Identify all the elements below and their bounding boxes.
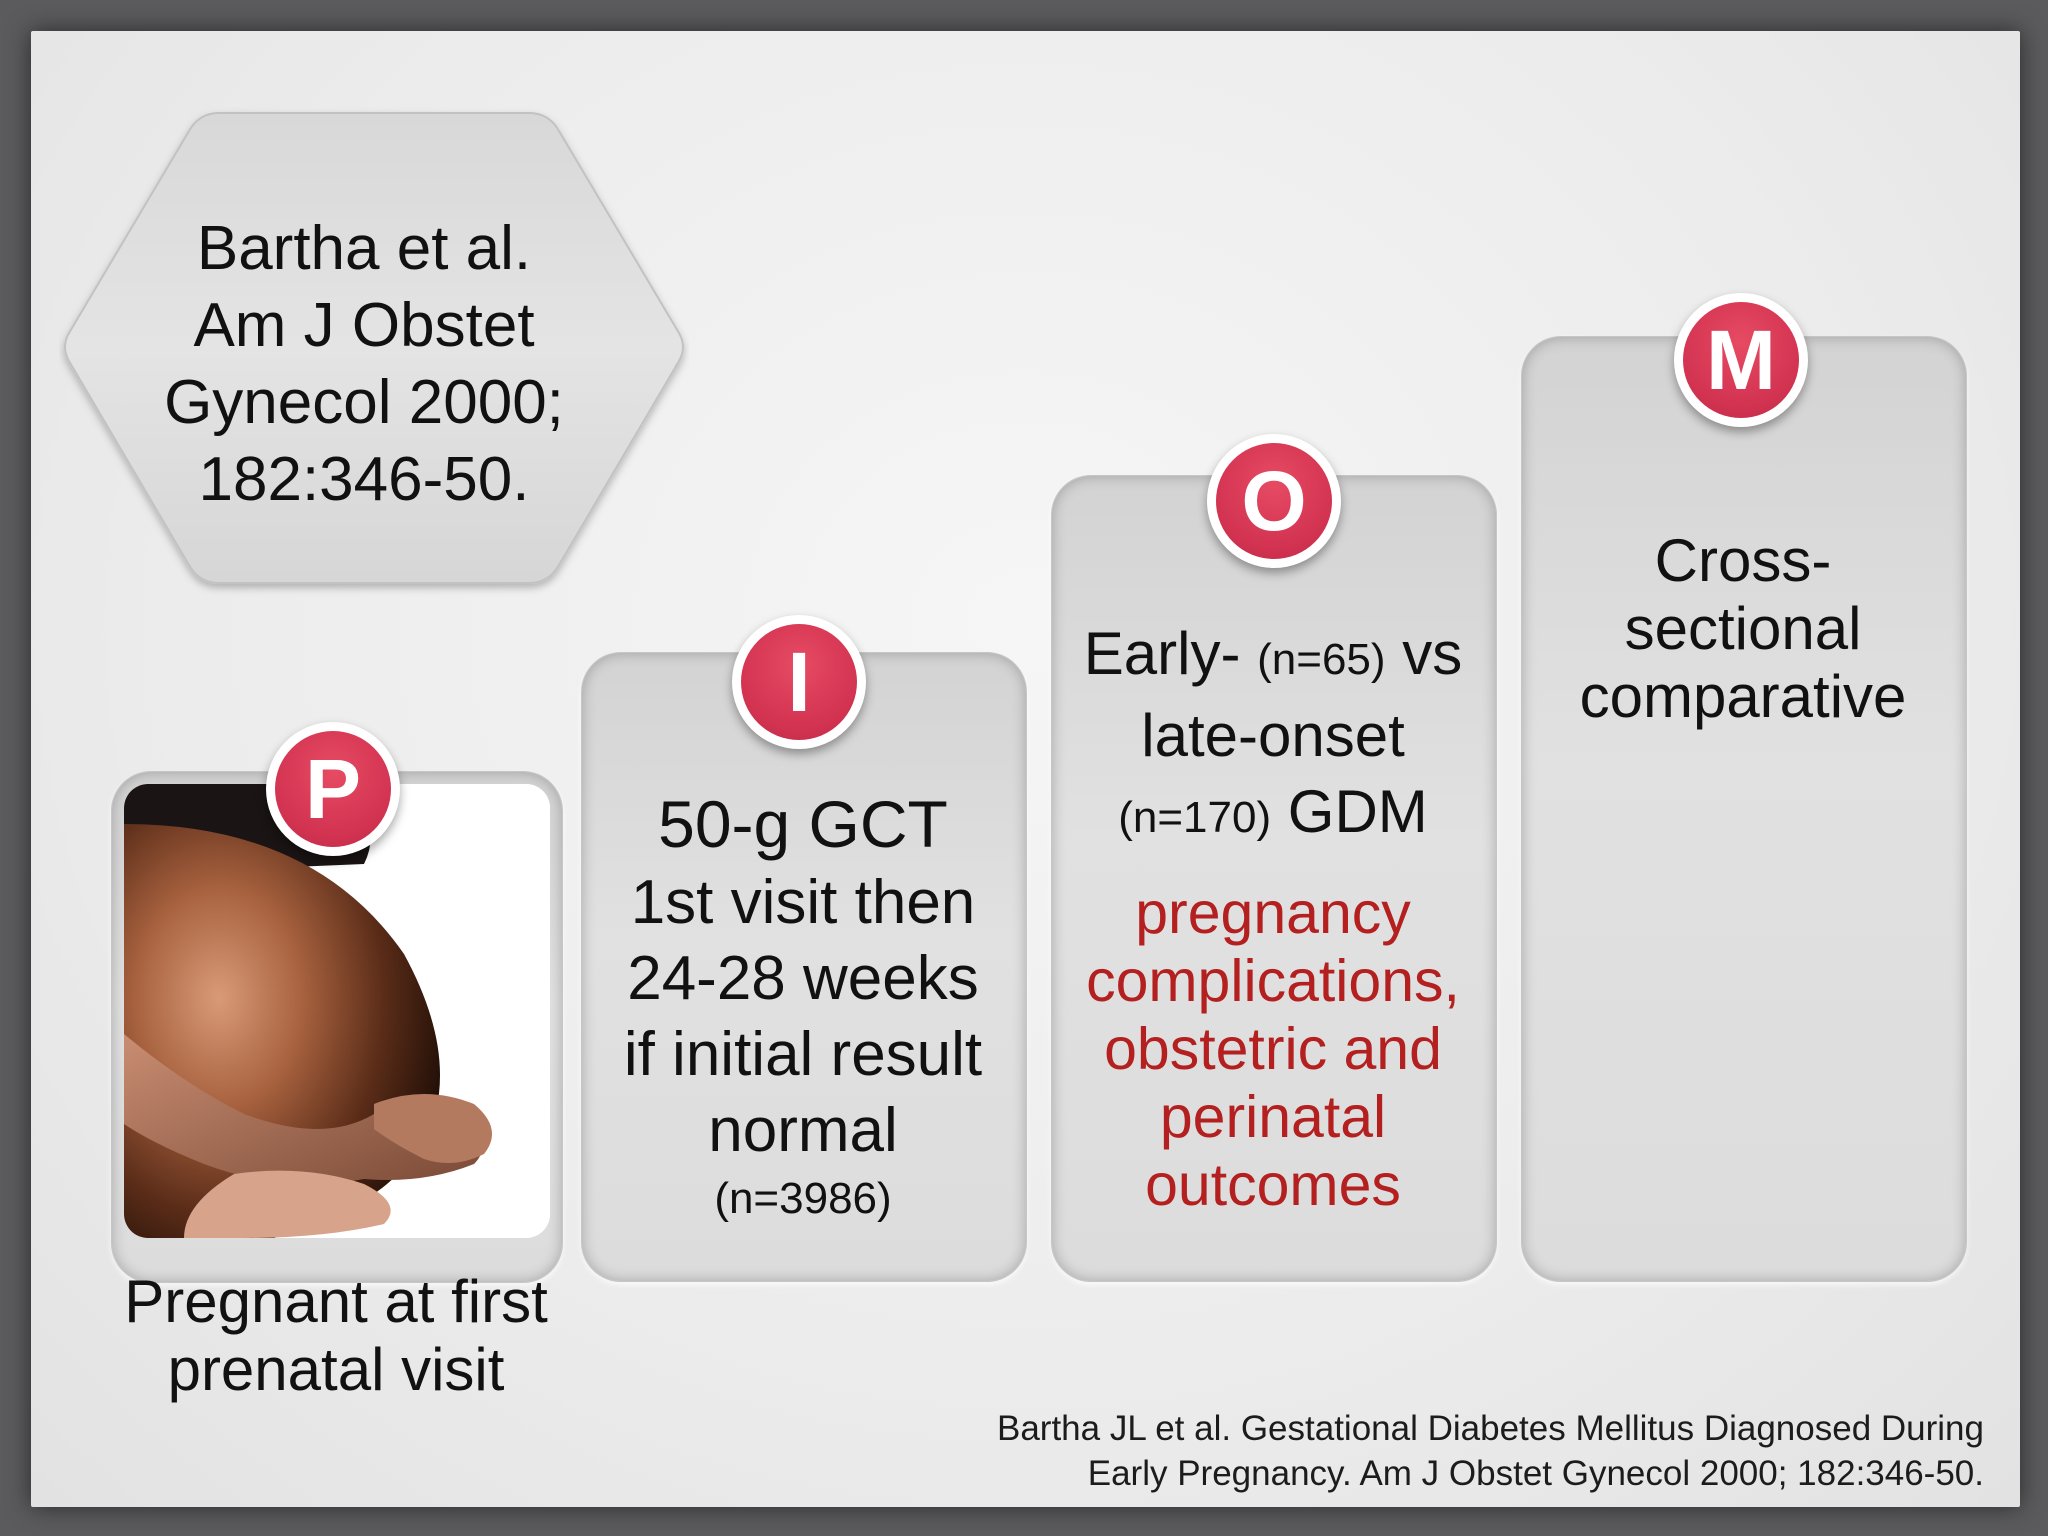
outcomes-line: complications, — [1086, 948, 1460, 1014]
comparison-text: Early- (n=65) vs late-onset (n=170) GDM — [1051, 616, 1495, 856]
intervention-card — [581, 652, 1027, 1282]
i-badge: I — [732, 615, 866, 749]
method-text: Cross- sectional comparative — [1521, 527, 1965, 731]
gdm-label: GDM — [1287, 778, 1428, 845]
i-letter: I — [741, 624, 857, 740]
comparison-line-1: Early- (n=65) vs — [1051, 616, 1495, 698]
p-letter: P — [275, 731, 391, 847]
comparison-line-3: (n=170) GDM — [1051, 774, 1495, 856]
method-line: Cross- — [1654, 527, 1832, 594]
late-onset-label: late-onset — [1141, 702, 1405, 769]
versus-label: vs — [1402, 620, 1463, 687]
population-caption-line: Pregnant at first — [124, 1268, 548, 1335]
population-caption: Pregnant at first prenatal visit — [91, 1268, 581, 1404]
method-line: comparative — [1579, 663, 1907, 730]
intervention-line: normal — [708, 1096, 898, 1165]
p-badge: P — [266, 722, 400, 856]
population-caption-line: prenatal visit — [167, 1336, 505, 1403]
o-badge: O — [1207, 434, 1341, 568]
late-onset-n: (n=170) — [1118, 793, 1272, 842]
intervention-line: 24-28 weeks — [627, 944, 979, 1013]
citation-line: Bartha et al. — [196, 214, 532, 283]
outcomes-line: outcomes — [1145, 1152, 1401, 1218]
outcomes-line: pregnancy — [1135, 880, 1411, 946]
citation-line: Gynecol 2000; — [164, 368, 564, 437]
citation-text: Bartha et al. Am J Obstet Gynecol 2000; … — [154, 210, 574, 518]
citation-line: Am J Obstet — [193, 291, 535, 360]
intervention-title: 50-g GCT — [658, 787, 948, 861]
early-onset-n: (n=65) — [1257, 635, 1386, 684]
intervention-n: (n=3986) — [714, 1174, 892, 1223]
m-badge: M — [1674, 293, 1808, 427]
m-letter: M — [1683, 302, 1799, 418]
intervention-text: 50-g GCT 1st visit then 24-28 weeks if i… — [581, 783, 1025, 1229]
o-letter: O — [1216, 443, 1332, 559]
hexagon-shape — [64, 112, 684, 584]
reference-line: Bartha JL et al. Gestational Diabetes Me… — [996, 1409, 1984, 1448]
outcomes-line: obstetric and — [1104, 1016, 1442, 1082]
outcomes-line: perinatal — [1159, 1084, 1387, 1150]
method-line: sectional — [1624, 595, 1862, 662]
reference-footer: Bartha JL et al. Gestational Diabetes Me… — [884, 1406, 1984, 1496]
outcomes-text: pregnancy complications, obstetric and p… — [1051, 879, 1495, 1219]
citation-line: 182:346-50. — [198, 445, 530, 514]
early-onset-label: Early- — [1083, 620, 1241, 687]
slide: Bartha et al. Am J Obstet Gynecol 2000; … — [31, 31, 2020, 1507]
method-card — [1521, 336, 1967, 1282]
reference-line: Early Pregnancy. Am J Obstet Gynecol 200… — [1087, 1454, 1984, 1493]
intervention-line: 1st visit then — [630, 868, 976, 937]
citation-hexagon: Bartha et al. Am J Obstet Gynecol 2000; … — [59, 75, 689, 625]
outcome-card — [1051, 475, 1497, 1282]
intervention-line: if initial result — [623, 1020, 983, 1089]
